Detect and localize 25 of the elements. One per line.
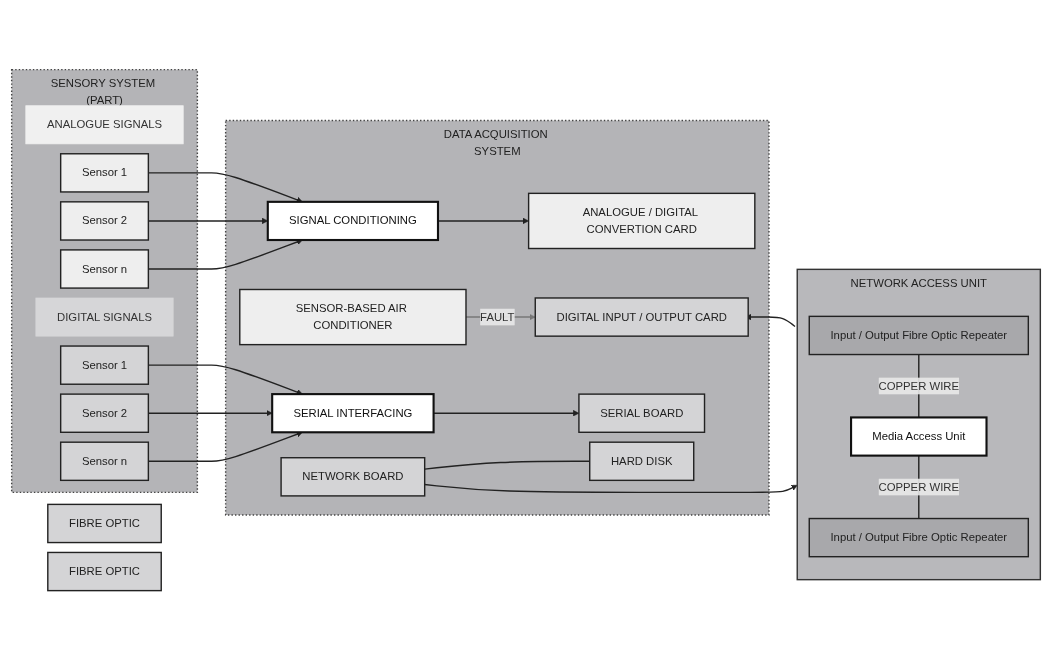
node-box: Media Access Unit xyxy=(850,416,988,457)
node-box: FIBRE OPTIC xyxy=(47,503,162,544)
node-box: SENSOR-BASED AIR CONDITIONER xyxy=(239,288,467,346)
node-box: ANALOGUE / DIGITAL CONVERTION CARD xyxy=(527,192,756,250)
node-box: NETWORK BOARD xyxy=(280,456,426,497)
arrow xyxy=(437,217,529,224)
node-box: Sensor n xyxy=(59,441,150,481)
node-box: Sensor 1 xyxy=(59,345,150,385)
node-box: SIGNAL CONDITIONING xyxy=(266,200,440,241)
node-box: Input / Output Fibre Optic Repeater xyxy=(808,315,1030,356)
edge-label: FAULT xyxy=(480,310,515,323)
node-box: DIGITAL INPUT / OUTPUT CARD xyxy=(534,297,749,337)
edge-label: COPPER WIRE xyxy=(878,480,960,493)
node-box: Sensor 2 xyxy=(59,393,150,433)
node-box: ANALOGUE SIGNALS xyxy=(25,105,184,145)
node-box: Sensor n xyxy=(59,249,150,289)
node-box: SERIAL INTERFACING xyxy=(271,392,435,434)
node-box: Sensor 2 xyxy=(59,201,150,241)
node-box: DIGITAL SIGNALS xyxy=(35,297,174,337)
node-box: Sensor 1 xyxy=(59,152,150,193)
node-box: HARD DISK xyxy=(589,441,695,481)
edge-label: COPPER WIRE xyxy=(878,379,960,392)
node-box: Input / Output Fibre Optic Repeater xyxy=(808,517,1030,558)
node-box: FIBRE OPTIC xyxy=(47,551,162,592)
node-box: SERIAL BOARD xyxy=(578,393,706,433)
